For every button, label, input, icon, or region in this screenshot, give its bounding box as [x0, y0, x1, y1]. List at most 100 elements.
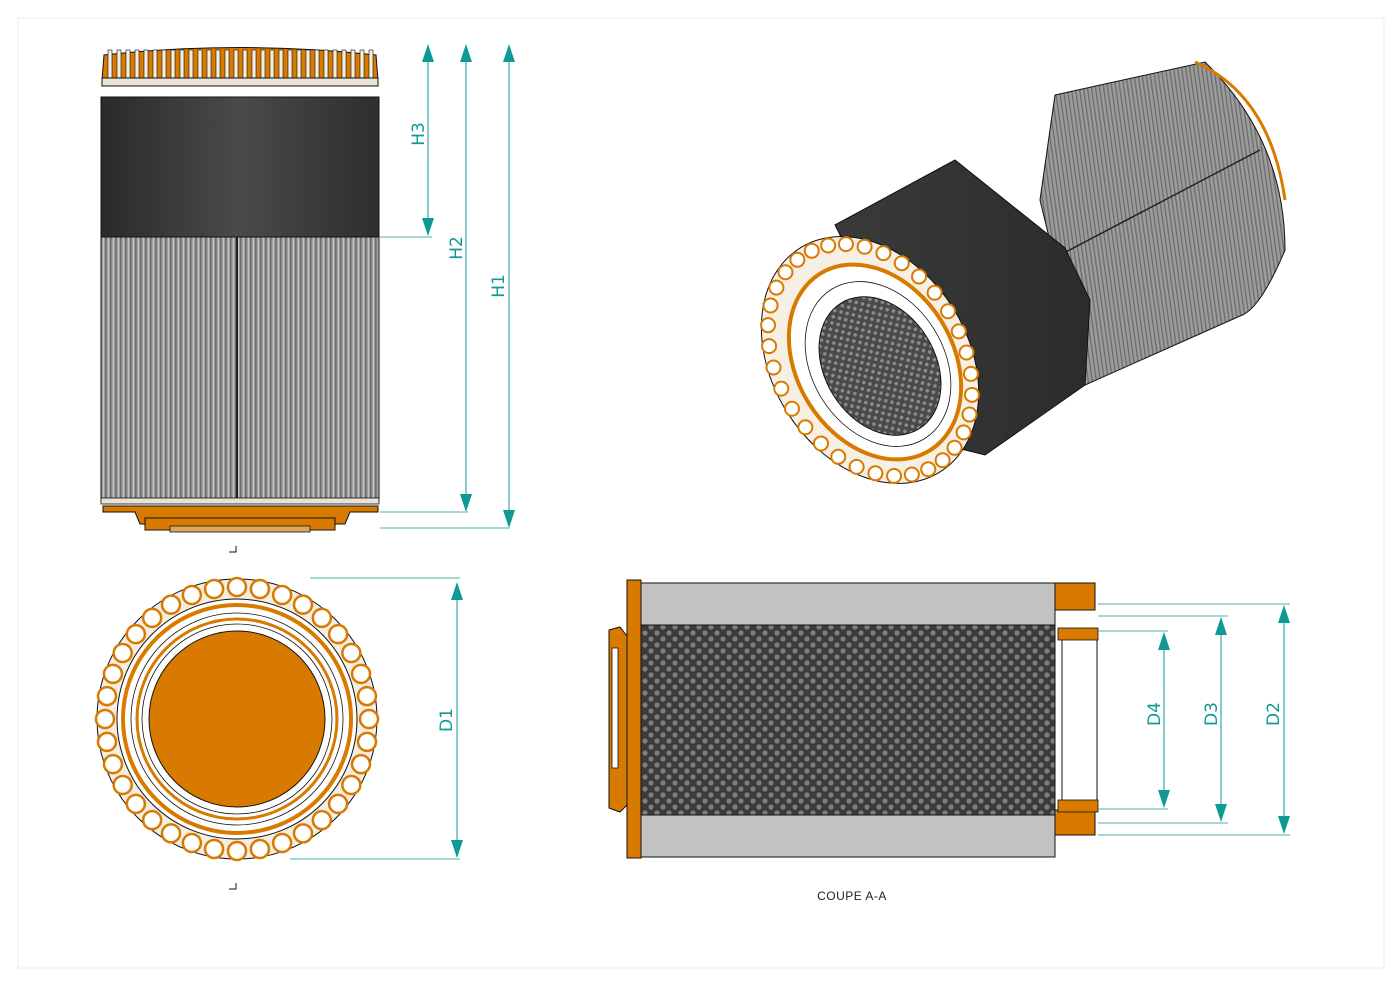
outer-teeth-ring [94, 576, 380, 862]
ring-tooth [249, 838, 271, 860]
cap-tooth [161, 49, 167, 79]
iso-ring-tooth [950, 323, 967, 340]
iso-ring-tooth [963, 386, 980, 403]
cap-tooth [134, 49, 140, 79]
iso-ring-tooth [768, 279, 785, 296]
ring-tooth [327, 623, 349, 645]
iso-ring-tooth [955, 424, 972, 441]
ring-tooth [271, 832, 293, 854]
cap-tooth [296, 49, 302, 79]
iso-ring-tooth [820, 237, 837, 254]
cap-tooth [224, 49, 230, 79]
cap-tooth [179, 49, 185, 79]
ring-tooth [160, 823, 182, 844]
iso-ring-tooth [783, 400, 800, 417]
iso-ring-tooth [886, 467, 903, 484]
cap-tooth [350, 49, 356, 79]
ring-tooth [96, 685, 118, 707]
ring-tooth [125, 793, 147, 815]
ring-tooth [356, 731, 378, 753]
ring-tooth [203, 838, 225, 860]
cap-tooth [107, 49, 113, 79]
bottom-base [102, 505, 379, 533]
ring-tooth [96, 731, 118, 753]
ring-tooth [292, 594, 314, 615]
cap-tooth [368, 49, 374, 79]
sheet-frame [17, 17, 1385, 969]
d4-label: D4 [1145, 702, 1165, 726]
ring-tooth [181, 832, 203, 854]
cap-tooth [197, 49, 203, 79]
iso-ring-tooth [760, 317, 777, 334]
iso-ring-tooth [797, 419, 814, 436]
iso-ring-tooth [773, 380, 790, 397]
section-view [608, 579, 1099, 859]
perforated-core [640, 624, 1056, 816]
iso-ring-tooth [837, 236, 854, 253]
h3-label: H3 [409, 122, 429, 146]
iso-ring-tooth [848, 458, 865, 475]
front-view [100, 47, 380, 533]
iso-ring-tooth [962, 365, 979, 382]
ring-tooth [356, 685, 378, 707]
iso-ring-tooth [803, 242, 820, 259]
cap-tooth [323, 49, 329, 79]
ring-tooth [271, 584, 293, 606]
ring-tooth [341, 774, 362, 796]
cap-tooth [170, 49, 176, 79]
ring-tooth [141, 809, 163, 831]
cap-tooth [359, 49, 365, 79]
ring-tooth [181, 584, 203, 606]
dark-band [100, 96, 380, 238]
iso-ring-tooth [777, 264, 794, 281]
cap-tooth [116, 49, 122, 79]
section-caption: COUPE A-A [817, 889, 887, 903]
ring-tooth [160, 594, 182, 615]
iso-ring-tooth [893, 255, 910, 272]
cap-tooth [305, 49, 311, 79]
iso-ring-tooth [920, 461, 937, 478]
h2-label: H2 [447, 236, 467, 260]
cap-tooth [278, 49, 284, 79]
cap-tooth [314, 49, 320, 79]
iso-ring-tooth [761, 338, 778, 355]
ring-tooth [102, 663, 124, 685]
ring-tooth [112, 774, 133, 796]
ring-tooth [94, 708, 116, 730]
iso-ring-tooth [926, 284, 943, 301]
section-marker-bottom [229, 883, 237, 890]
iso-ring-tooth [903, 466, 920, 483]
cap-tooth [152, 49, 158, 79]
iso-ring-tooth [867, 465, 884, 482]
ring-tooth [311, 607, 333, 629]
bottom-end-view [94, 576, 380, 862]
dimension-lines-height: H3 H2 H1 [380, 44, 515, 529]
iso-ring-tooth [946, 439, 963, 456]
iso-ring-tooth [812, 435, 829, 452]
d2-label: D2 [1264, 702, 1284, 726]
iso-ring-tooth [830, 448, 847, 465]
iso-end-ring [760, 236, 980, 484]
ring-tooth [350, 663, 372, 685]
center-disc [148, 630, 326, 808]
top-cap [101, 47, 379, 87]
cap-tooth [332, 49, 338, 79]
ring-tooth [292, 823, 314, 844]
section-dimensions: D4 D3 D2 [1098, 603, 1290, 836]
iso-ring-tooth [940, 303, 957, 320]
cap-tooth [341, 49, 347, 79]
cap-tooth [206, 49, 212, 79]
ring-tooth [311, 809, 333, 831]
d1-dimension: D1 [290, 577, 463, 860]
ring-tooth [226, 840, 248, 862]
cap-tooth [251, 49, 257, 79]
ring-tooth [358, 708, 380, 730]
iso-ring-tooth [934, 452, 951, 469]
ring-tooth [102, 753, 124, 775]
iso-ring-tooth [961, 406, 978, 423]
ring-tooth [327, 793, 349, 815]
cap-tooth [260, 49, 266, 79]
iso-ring-tooth [911, 268, 928, 285]
iso-ring-tooth [762, 297, 779, 314]
